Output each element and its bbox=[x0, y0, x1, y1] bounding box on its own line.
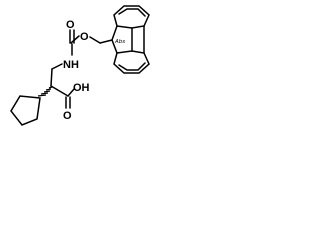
acid-carbon-hydroxyl-bond bbox=[67, 88, 75, 97]
ester-oxygen-label: O bbox=[80, 31, 89, 43]
cyclopentane-ring bbox=[10, 95, 41, 126]
stereocenter-acid-carbon-bond bbox=[50, 85, 69, 97]
amide-nitrogen-label: NH bbox=[63, 59, 79, 71]
nitrogen-ch2-bond bbox=[51, 63, 63, 70]
carbonyl-oxygen-label: O bbox=[66, 19, 75, 31]
fluorene-lower-ring bbox=[113, 50, 150, 74]
acid-carbonyl-oxygen-label: O bbox=[63, 110, 72, 122]
fluorene-lower-ring-inner bbox=[118, 62, 146, 71]
stereo-abs-label: Abs bbox=[114, 39, 125, 45]
acid-hydroxyl-label: OH bbox=[73, 82, 90, 94]
chemical-structure: O O NH OH O Abs bbox=[10, 5, 150, 126]
c9-ch2-bond bbox=[99, 39, 113, 44]
fluorene-upper-ring-inner bbox=[118, 8, 146, 17]
hashed-wedge-bond bbox=[37, 86, 53, 97]
fluorene-upper-ring bbox=[113, 5, 150, 29]
ester-oxygen-carbonyl-bond bbox=[70, 35, 80, 44]
ch2-oxygen-bond bbox=[89, 36, 101, 44]
ch2-stereocenter-bond bbox=[50, 68, 53, 87]
